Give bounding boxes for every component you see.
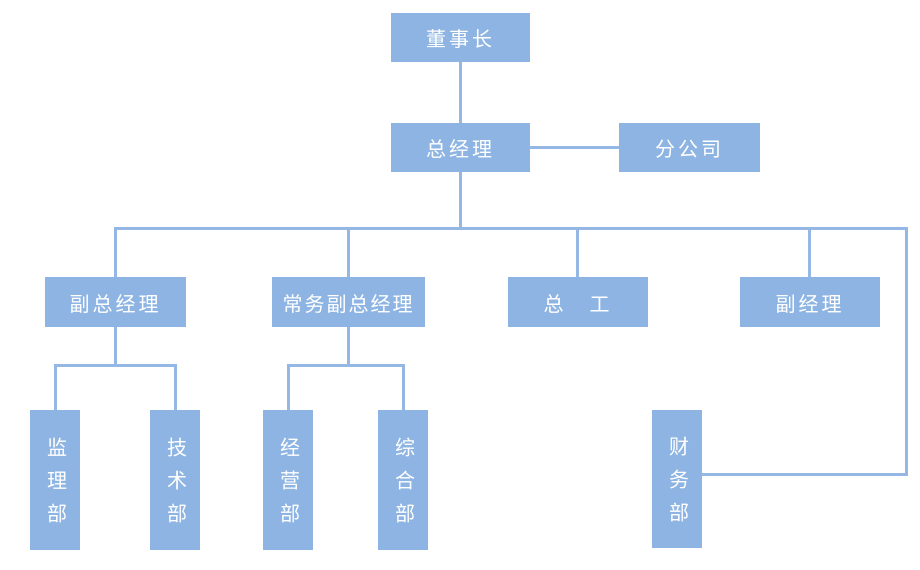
connector-executive-deputy-rail [287, 364, 405, 367]
connector-to-supervision-department [54, 364, 57, 410]
node-finance-department: 财务部 [652, 410, 702, 548]
node-chairman: 董事长 [391, 13, 530, 62]
connector-rail-elbow-down-right [905, 227, 908, 476]
connector-rail-to-deputy-manager [808, 227, 811, 277]
node-deputy-general-manager: 副总经理 [45, 277, 186, 327]
connector-rail-to-deputy-general-manager [114, 227, 117, 277]
connector-elbow-to-finance-department [702, 473, 908, 476]
node-supervision-department: 监理部 [30, 410, 80, 550]
node-finance-department-label: 财务部 [665, 436, 688, 535]
connector-deputy-general-manager-stem [114, 327, 117, 365]
node-supervision-department-label: 监理部 [43, 437, 66, 536]
node-chief-engineer: 总 工 [508, 277, 648, 327]
node-branch-company: 分公司 [619, 123, 760, 172]
connector-executive-deputy-stem [347, 327, 350, 365]
connector-chairman-to-general-manager [459, 62, 462, 123]
connector-rail-to-chief-engineer [576, 227, 579, 277]
connector-general-manager-to-branch-company [530, 146, 619, 149]
node-general-manager: 总经理 [391, 123, 530, 172]
node-executive-deputy-general-manager: 常务副总经理 [272, 277, 425, 327]
node-general-affairs-department-label: 综合部 [391, 437, 414, 536]
node-operations-department-label: 经营部 [276, 437, 299, 536]
node-deputy-manager: 副经理 [740, 277, 880, 327]
connector-general-manager-to-rail [459, 172, 462, 227]
node-general-affairs-department: 综合部 [378, 410, 428, 550]
connector-to-general-affairs-department [402, 364, 405, 410]
connector-deputy-general-manager-rail [54, 364, 177, 367]
connector-to-technology-department [174, 364, 177, 410]
connector-main-rail [114, 227, 908, 230]
connector-to-operations-department [287, 364, 290, 410]
node-technology-department-label: 技术部 [163, 437, 186, 536]
node-technology-department: 技术部 [150, 410, 200, 550]
connector-rail-to-executive-deputy-general-manager [347, 227, 350, 277]
node-operations-department: 经营部 [263, 410, 313, 550]
